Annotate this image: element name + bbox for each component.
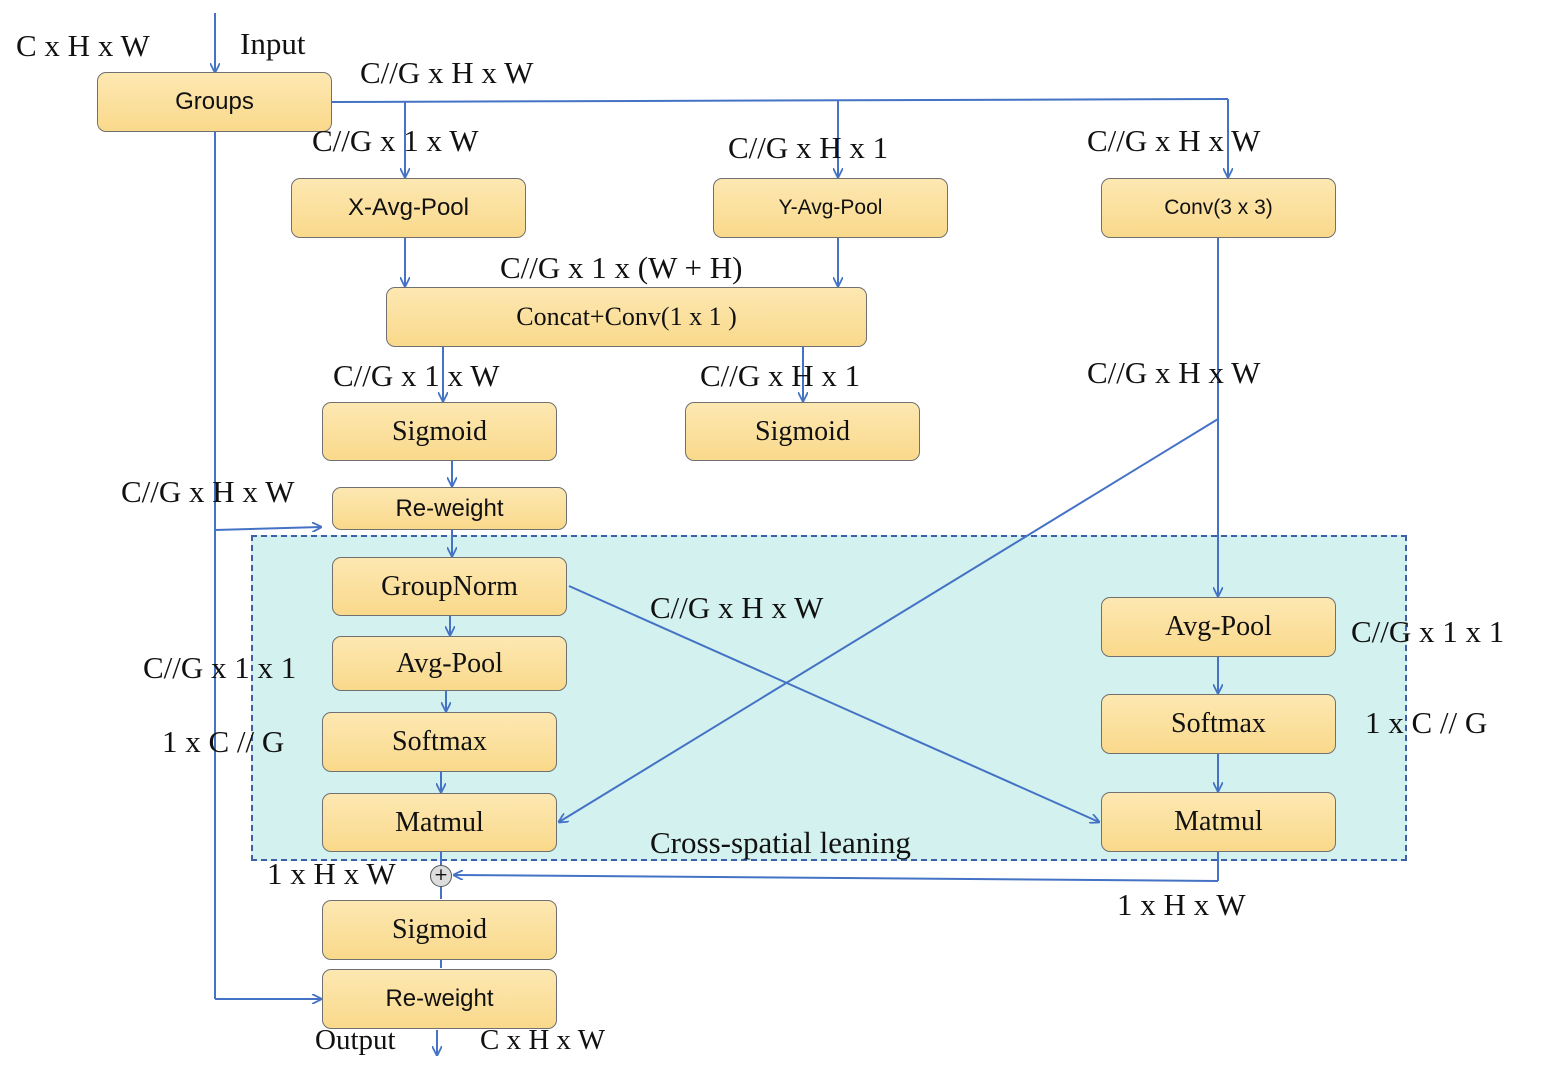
- reweight-bottom-node: Re-weight: [322, 969, 557, 1029]
- arrow-conv-cross: [559, 418, 1219, 822]
- sum-right-dims-label: 1 x H x W: [1117, 887, 1246, 922]
- conv-out-label: C//G x H x W: [1087, 355, 1261, 390]
- avg-pool-right-dims-label: C//G x 1 x 1: [1351, 614, 1505, 649]
- sigmoid-left-in-label: C//G x 1 x W: [333, 358, 500, 393]
- input-dims-label: C x H x W: [16, 28, 150, 63]
- cross-spatial-region-label: Cross-spatial leaning: [650, 825, 911, 860]
- conv-in-label: C//G x H x W: [1087, 123, 1261, 158]
- concat-in-label: C//G x 1 x (W + H): [500, 250, 743, 285]
- softmax-left-dims-label: 1 x C // G: [162, 724, 285, 759]
- softmax-left-node: Softmax: [322, 712, 557, 772]
- sum-left-dims-label: 1 x H x W: [267, 856, 396, 891]
- groups-out-label: C//G x H x W: [360, 55, 534, 90]
- softmax-right-node: Softmax: [1101, 694, 1336, 754]
- groupnorm-node: GroupNorm: [332, 557, 567, 616]
- x-pool-in-label: C//G x 1 x W: [312, 123, 479, 158]
- x-avg-pool-node: X-Avg-Pool: [291, 178, 526, 238]
- arrow-r-matmul-sum: [454, 875, 1219, 882]
- groups-node: Groups: [97, 72, 332, 132]
- softmax-right-dims-label: 1 x C // G: [1365, 705, 1488, 740]
- arrow-skip-top-in: [214, 527, 321, 530]
- avg-pool-left-node: Avg-Pool: [332, 636, 567, 691]
- sigmoid-mid-node: Sigmoid: [685, 402, 920, 461]
- cross-dims-label: C//G x H x W: [650, 590, 824, 625]
- reweight-top-node: Re-weight: [332, 487, 567, 530]
- output-label: Output: [315, 1024, 396, 1056]
- arrow-bus: [331, 98, 1229, 103]
- input-label: Input: [240, 26, 306, 61]
- arrow-groupnorm-cross: [568, 585, 1099, 822]
- reweight-in-label: C//G x H x W: [121, 474, 295, 509]
- output-dims-label: C x H x W: [480, 1024, 606, 1056]
- sigmoid-left-node: Sigmoid: [322, 402, 557, 461]
- avg-pool-right-node: Avg-Pool: [1101, 597, 1336, 657]
- y-pool-in-label: C//G x H x 1: [728, 130, 889, 165]
- sum-operator: +: [430, 865, 452, 887]
- matmul-right-node: Matmul: [1101, 792, 1336, 852]
- conv3x3-node: Conv(3 x 3): [1101, 178, 1336, 238]
- sigmoid-bottom-node: Sigmoid: [322, 900, 557, 960]
- matmul-left-node: Matmul: [322, 793, 557, 852]
- concat-conv-node: Concat+Conv(1 x 1 ): [386, 287, 867, 347]
- sigmoid-mid-in-label: C//G x H x 1: [700, 358, 861, 393]
- avg-pool-left-dims-label: C//G x 1 x 1: [143, 650, 297, 685]
- y-avg-pool-node: Y-Avg-Pool: [713, 178, 948, 238]
